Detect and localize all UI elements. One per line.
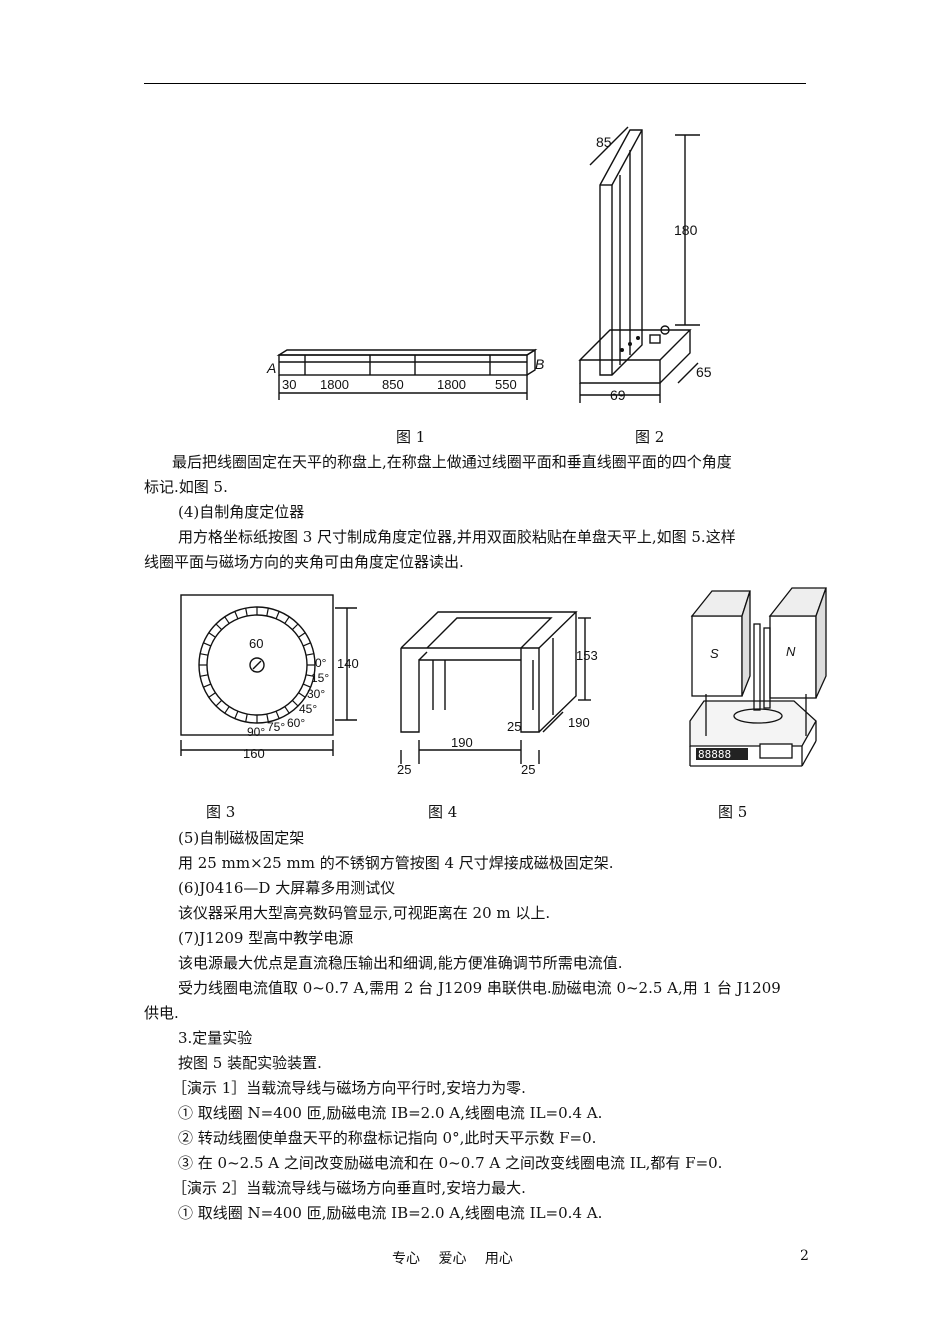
dial-tick bbox=[266, 713, 269, 723]
fig1-label-a: A bbox=[266, 360, 276, 376]
page-number: 2 bbox=[800, 1248, 809, 1264]
fig5-display: 88888 bbox=[698, 748, 731, 761]
heading-3: 3.定量实验 bbox=[178, 1029, 253, 1047]
dial-tick bbox=[284, 706, 290, 714]
dial-tick bbox=[302, 683, 311, 688]
figure-3: 60 0° 15° 30° 45° 60° 75° 90° 140 160 bbox=[180, 594, 359, 761]
dial-tick bbox=[215, 623, 223, 631]
dial-tick bbox=[245, 713, 248, 723]
fig3-angle-75: 75° bbox=[267, 720, 285, 734]
dial-tick bbox=[291, 623, 299, 631]
fig3-center-label: 60 bbox=[249, 636, 263, 651]
heading-5: (5)自制磁极固定架 bbox=[178, 829, 305, 847]
dial-tick bbox=[284, 616, 290, 624]
dial-tick bbox=[224, 616, 230, 624]
fig2-dim-69: 69 bbox=[610, 387, 626, 403]
dial-tick bbox=[298, 632, 306, 638]
fig1-dim-30: 30 bbox=[282, 377, 296, 392]
footer-motto: 专心 爱心 用心 bbox=[392, 1251, 513, 1267]
dial-tick bbox=[302, 642, 311, 647]
dial-tick bbox=[305, 674, 315, 677]
para8-line1: 受力线圈电流值取 0~0.7 A,需用 2 台 J1209 串联供电.励磁电流 … bbox=[178, 979, 781, 997]
dial-tick bbox=[203, 683, 212, 688]
heading-6: (6)J0416—D 大屏幕多用测试仪 bbox=[178, 879, 396, 897]
para2-line1: 用方格坐标纸按图 3 尺寸制成角度定位器,并用双面胶粘贴在单盘天平上,如图 5.… bbox=[178, 528, 736, 546]
dial-tick bbox=[199, 653, 209, 656]
figure-1: A B 30 1800 850 1800 550 bbox=[266, 348, 544, 400]
fig5-display-panel bbox=[696, 748, 748, 760]
dial-tick bbox=[203, 642, 212, 647]
dial-tick bbox=[275, 710, 280, 719]
dial-tick bbox=[275, 611, 280, 620]
heading-4: (4)自制角度定位器 bbox=[178, 503, 305, 521]
heading-7: (7)J1209 型高中教学电源 bbox=[178, 929, 354, 947]
fig3-dim-160: 160 bbox=[243, 746, 265, 761]
para1-line1: 最后把线圈固定在天平的称盘上,在称盘上做通过线圈平面和垂直线圈平面的四个角度 bbox=[172, 453, 732, 471]
dial-tick bbox=[215, 699, 223, 707]
fig2-caption: 图 2 bbox=[635, 428, 665, 446]
para7: 该电源最大优点是直流稳压输出和细调,能方便准确调节所需电流值. bbox=[178, 954, 623, 972]
para1-line2: 标记.如图 5. bbox=[144, 478, 228, 496]
demo1-step2: ② 转动线圈使单盘天平的称盘标记指向 0°,此时天平示数 F=0. bbox=[178, 1129, 597, 1147]
fig3-angle-0: 0° bbox=[315, 656, 327, 670]
demo2-step1: ① 取线圈 N=400 匝,励磁电流 IB=2.0 A,线圈电流 IL=0.4 … bbox=[178, 1204, 603, 1222]
dial-tick bbox=[266, 607, 269, 617]
fig1-dim-1800a: 1800 bbox=[320, 377, 349, 392]
fig3-caption: 图 3 bbox=[206, 803, 236, 821]
dial-tick bbox=[234, 710, 239, 719]
dial-tick bbox=[224, 706, 230, 714]
dial-tick bbox=[234, 611, 239, 620]
fig3-angle-60: 60° bbox=[287, 716, 305, 730]
para2-line2: 线圈平面与磁场方向的夹角可由角度定位器读出. bbox=[144, 553, 464, 571]
fig5-pole-s: S bbox=[710, 646, 719, 661]
fig5-pole-n: N bbox=[786, 644, 796, 659]
dial-tick bbox=[208, 632, 216, 638]
dial-tick bbox=[291, 699, 299, 707]
figure-4: 153 190 190 25 25 25 bbox=[397, 611, 598, 777]
fig2-dim-65: 65 bbox=[696, 364, 712, 380]
fig4-dim-25-right: 25 bbox=[521, 762, 535, 777]
demo1-heading: ［演示 1］当载流导线与磁场方向平行时,安培力为零. bbox=[172, 1079, 526, 1097]
fig1-dim-550: 550 bbox=[495, 377, 517, 392]
figure-2: 85 180 65 69 bbox=[578, 126, 712, 403]
para6: 该仪器采用大型高亮数码管显示,可视距离在 20 m 以上. bbox=[178, 904, 551, 922]
dial-tick bbox=[298, 692, 306, 698]
fig5-caption: 图 5 bbox=[718, 803, 748, 821]
para8-line2: 供电. bbox=[144, 1004, 179, 1022]
dial-tick bbox=[199, 674, 209, 677]
fig2-dim-180: 180 bbox=[674, 222, 698, 238]
fig4-caption: 图 4 bbox=[428, 803, 458, 821]
demo2-heading: ［演示 2］当载流导线与磁场方向垂直时,安培力最大. bbox=[172, 1179, 526, 1197]
fig1-dim-1800b: 1800 bbox=[437, 377, 466, 392]
fig4-dim-25-leg: 25 bbox=[507, 719, 521, 734]
fig1-dim-850: 850 bbox=[382, 377, 404, 392]
fig4-dim-190-span: 190 bbox=[451, 735, 473, 750]
demo1-step3: ③ 在 0~2.5 A 之间改变励磁电流和在 0~0.7 A 之间改变线圈电流 … bbox=[178, 1154, 723, 1172]
fig3-dim-140: 140 bbox=[337, 656, 359, 671]
fig3-angle-15: 15° bbox=[311, 671, 329, 685]
para5: 用 25 mm×25 mm 的不锈钢方管按图 4 尺寸焊接成磁极固定架. bbox=[178, 854, 614, 872]
fig3-angle-30: 30° bbox=[307, 687, 325, 701]
figure-5: 88888 S N bbox=[689, 587, 827, 767]
dial-tick bbox=[208, 692, 216, 698]
fig3-angle-45: 45° bbox=[299, 702, 317, 716]
para9: 按图 5 装配实验装置. bbox=[178, 1054, 322, 1072]
dial-tick bbox=[305, 653, 315, 656]
fig4-dim-190-depth: 190 bbox=[568, 715, 590, 730]
dial-tick bbox=[245, 607, 248, 617]
demo1-step1: ① 取线圈 N=400 匝,励磁电流 IB=2.0 A,线圈电流 IL=0.4 … bbox=[178, 1104, 603, 1122]
fig4-dim-153: 153 bbox=[576, 648, 598, 663]
fig1-caption: 图 1 bbox=[396, 428, 426, 446]
fig2-dim-85: 85 bbox=[596, 134, 612, 150]
fig1-label-b: B bbox=[535, 356, 544, 372]
header-rule bbox=[144, 83, 806, 84]
fig4-dim-25-left: 25 bbox=[397, 762, 411, 777]
fig3-angle-90: 90° bbox=[247, 725, 265, 739]
